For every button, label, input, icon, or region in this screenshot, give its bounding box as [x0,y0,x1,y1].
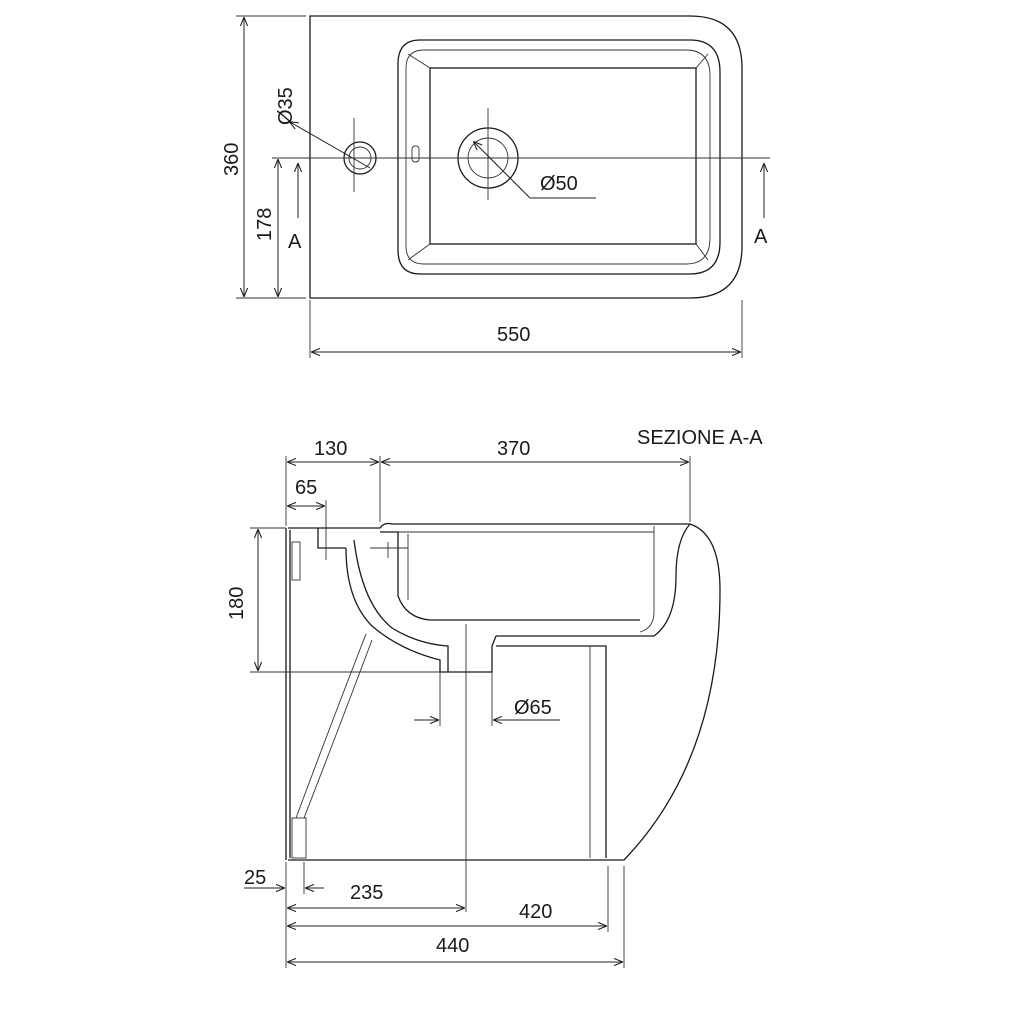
bidet-outline-top [309,15,743,299]
width-label: 550 [497,324,530,346]
section-label-right: A [754,226,768,248]
drain-distance-label: 235 [350,882,383,904]
wall-gap-label: 25 [244,867,266,889]
bowl-top-label: 370 [497,438,530,460]
overflow-slot [411,145,420,163]
fixing-bracket-bottom [291,817,307,859]
front-top-label: 130 [314,438,347,460]
foot-depth-label: 420 [519,901,552,923]
drain-hole-leader [474,142,531,199]
siphon-section [345,547,497,673]
top-view: A A Ø35 Ø50 360 178 550 [221,15,770,358]
fixing-bracket-top [291,541,301,581]
total-depth-label: 440 [436,935,469,957]
bowl-basin [429,67,697,245]
bowl-rim-inner [405,49,711,265]
section-view: SEZIONE A-A 130 37 [226,427,763,968]
rim-height-label: 180 [226,587,248,620]
depth-label: 360 [221,143,243,176]
section-label-left: A [288,231,302,253]
tap-offset-label: 65 [295,477,317,499]
tap-hole-label: Ø35 [275,87,297,125]
bowl-rim-outer [397,39,721,275]
drain-hole-label: Ø50 [540,173,578,195]
bowl-section [380,531,640,621]
drain-label: Ø65 [514,697,552,719]
tap-hole-leader [290,122,371,169]
hole-offset-label: 178 [254,208,276,241]
bidet-body-section [288,522,721,861]
section-title: SEZIONE A-A [637,427,763,449]
